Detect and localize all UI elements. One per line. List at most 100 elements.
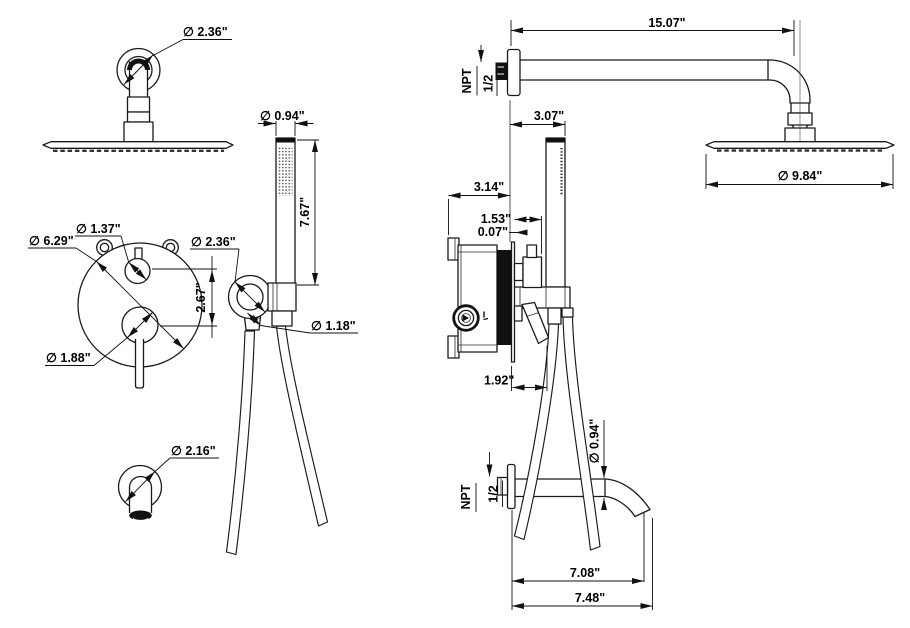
valve-lever-front (134, 339, 145, 389)
handshower-front-view (275, 137, 296, 286)
lever-side (521, 301, 550, 345)
dim-spout-npt: NPT (459, 484, 473, 509)
valve-side-view (447, 237, 550, 363)
head-plate-front (42, 141, 234, 149)
wand-width-ext (275, 121, 296, 136)
wand-cap-side (546, 138, 565, 143)
wand-cap-front (276, 138, 295, 143)
tub-spout-front-view (117, 464, 163, 522)
lever-hub-side (513, 305, 523, 322)
wand-sprayface (278, 147, 293, 196)
dim-rough-in-depth: 3.14" (474, 180, 504, 194)
head-flange-leader (152, 39, 232, 56)
dimensions: ∅ 2.36" ∅ 0.94" 7.67" ∅ 1.37" ∅ 6.29" ∅ … (28, 16, 894, 610)
hose-right-front (275, 325, 329, 527)
dim-plate-diameter: ∅ 6.29" (29, 234, 74, 248)
hose-front-side (513, 323, 560, 541)
handle-leader (45, 337, 128, 366)
knob-stem-side (513, 262, 524, 282)
spout-tube-front (128, 475, 153, 513)
hose-adapter-side (561, 307, 574, 318)
handle-reach-ext (511, 346, 548, 391)
holder-nut-side (547, 307, 562, 325)
valve-port-inner (461, 313, 471, 323)
arm-elbow-inner (769, 79, 791, 101)
hose-nut-dia-arrow (247, 312, 261, 326)
spout-curve-outer (604, 478, 651, 511)
head-stem-base (123, 121, 154, 145)
dim-holder-diameter: ∅ 2.36" (191, 235, 236, 249)
spout-opening (129, 510, 152, 521)
dim-wand-length: 7.67" (298, 197, 312, 227)
valve-port-wedge (462, 314, 469, 322)
arm-wall-flange (506, 48, 521, 97)
tub-spout-side-view (496, 463, 651, 518)
handle-dia-arrow (127, 312, 153, 338)
dim-spout-overall: 7.48" (575, 591, 605, 605)
spout-opening-highlight (132, 517, 149, 522)
valve-body-lines (458, 245, 497, 352)
lever-seam (526, 312, 540, 317)
head-stem-nut (126, 96, 151, 113)
dim-head-flange-diameter: ∅ 2.36" (183, 25, 228, 39)
dim-spout-npt-size: 1/2 (487, 485, 501, 502)
holder-leader (190, 248, 240, 283)
dim-handle-diameter: ∅ 1.88" (46, 351, 91, 365)
dim-arm-npt-size: 1/2 (482, 75, 496, 92)
dim-spout-tube-diameter: ∅ 0.94" (588, 419, 602, 464)
holder-dia-arrow (234, 281, 266, 313)
dim-trim-depth: 1.53" (481, 212, 511, 226)
dim-handle-reach: 1.92" (484, 374, 514, 388)
dim-spout-reach: 7.08" (570, 566, 600, 580)
dim-arm-npt: NPT (460, 68, 474, 93)
knob-side (522, 256, 543, 289)
dim-wand-width: ∅ 0.94" (260, 109, 305, 123)
showerhead-front-view (42, 47, 234, 153)
port-marking (483, 311, 489, 321)
shower-arm (519, 59, 771, 81)
plate-dia-arrow (96, 261, 184, 349)
hose-left-front (225, 330, 256, 556)
spout-flange-dia-arrow (125, 471, 156, 502)
wand-side (545, 137, 566, 288)
dim-knob-diameter: ∅ 1.37" (76, 222, 121, 236)
shower-arm-side-view (495, 20, 816, 150)
head-flange-dia-arrow (123, 54, 154, 85)
spout-reach-ext (511, 510, 653, 610)
holder-front-view (227, 274, 297, 331)
showerhead-side-view (705, 141, 895, 152)
holder-bracket-lines (519, 287, 566, 308)
valve-port-mid (457, 309, 475, 327)
spout-wall-flange (506, 463, 516, 510)
spout-tip-cut (634, 508, 651, 518)
knob-tab-side (526, 244, 538, 259)
plate-leader (28, 247, 97, 262)
centers-ext (152, 268, 217, 327)
dim-arm-length: 15.07" (648, 16, 685, 30)
head-plate-side (705, 141, 895, 149)
dim-head-diameter: ∅ 9.84" (778, 169, 823, 183)
knob-leader (75, 235, 130, 263)
dim-handle-centers: 2.67" (194, 282, 208, 312)
hose-back-side (562, 316, 601, 551)
arm-drop-tube (789, 99, 811, 104)
handshower-side-view (545, 137, 566, 288)
dim-spout-flange-diameter: ∅ 2.16" (171, 444, 216, 458)
valve-body-side (457, 244, 498, 353)
holder-bracket-front (267, 282, 297, 312)
arm-nipple-threads (497, 66, 504, 75)
dim-wand-offset: 3.07" (534, 109, 564, 123)
spout-flange-leader (154, 457, 219, 472)
hoses-front-view (225, 325, 329, 556)
valve-wall-plate-side (510, 241, 516, 363)
valve-ear-left-inner (99, 242, 110, 253)
holder-bracket-ribs (272, 283, 278, 311)
arm-elbow-outer (769, 59, 811, 101)
head-stem-ring (126, 111, 151, 123)
hose-nut-leader (260, 325, 358, 334)
wand-hose-adapter (271, 310, 293, 327)
dim-hose-nut-diameter: ∅ 1.18" (311, 319, 356, 333)
spout-curve-inner (604, 495, 636, 518)
